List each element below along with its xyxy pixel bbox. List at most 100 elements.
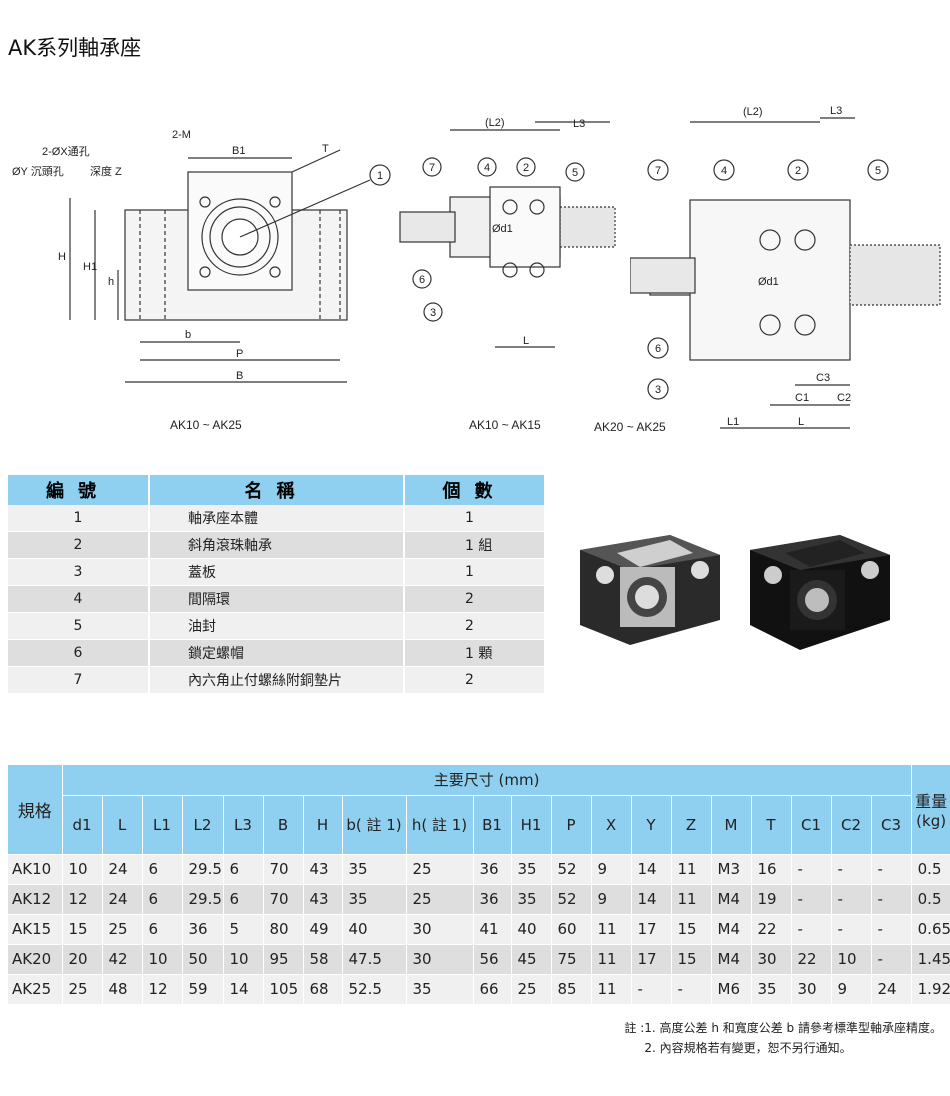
spec-cell: 9 — [591, 854, 632, 885]
spec-label-header: 規格 — [8, 765, 63, 855]
spec-cell: 52.5 — [342, 974, 407, 1005]
spec-cell: 5 — [223, 914, 264, 945]
spec-cell: M6 — [711, 974, 752, 1005]
spec-cell: 48 — [102, 974, 143, 1005]
spec-cell: 25 — [511, 974, 552, 1005]
part-name: 油封 — [149, 612, 405, 640]
label-depth: 深度 Z — [90, 164, 122, 178]
spec-cell: 41 — [473, 914, 512, 945]
spec-cell: 6 — [142, 914, 183, 945]
spec-cell: 68 — [303, 974, 343, 1005]
spec-cell: 30 — [751, 944, 792, 975]
spec-cell: 11 — [671, 884, 712, 915]
main-dimensions-header: 主要尺寸 (mm) — [62, 765, 912, 796]
spec-cell: 12 — [62, 884, 103, 915]
parts-header-qty: 個數 — [404, 475, 546, 505]
spec-column-header: P — [551, 795, 592, 855]
callout-5: 5 — [572, 167, 578, 179]
spec-cell: M4 — [711, 944, 752, 975]
part-number: 2 — [8, 531, 150, 559]
part-qty: 1 顆 — [404, 639, 546, 667]
callout-6: 6 — [419, 274, 425, 286]
spec-cell: 70 — [263, 854, 304, 885]
spec-column-header: H1 — [511, 795, 552, 855]
spec-cell: 59 — [182, 974, 224, 1005]
spec-column-header: L — [102, 795, 143, 855]
part-name: 蓋板 — [149, 558, 405, 586]
part-name: 斜角滾珠軸承 — [149, 531, 405, 559]
front-view-drawing: 2-ØX通孔 ØY 沉頭孔 深度 Z 2-M B1 T H H1 h b P B… — [12, 129, 391, 383]
part-number: 3 — [8, 558, 150, 586]
spec-cell: 47.5 — [342, 944, 407, 975]
label-h: h — [108, 276, 114, 288]
spec-cell: 52 — [551, 884, 592, 915]
part-number: 6 — [8, 639, 150, 667]
label-t: T — [322, 143, 329, 155]
spec-cell: 25 — [102, 914, 143, 945]
spec-cell: 1.92 — [911, 974, 950, 1005]
spec-cell: 20 — [62, 944, 103, 975]
spec-column-header: Z — [671, 795, 712, 855]
spec-cell: 49 — [303, 914, 343, 945]
spec-column-header: b( 註 1) — [342, 795, 407, 855]
weight-unit: (kg) — [916, 812, 947, 831]
spec-model: AK25 — [8, 974, 63, 1005]
spec-cell: 24 — [871, 974, 912, 1005]
spec-model: AK20 — [8, 944, 63, 975]
product-photo — [580, 535, 890, 650]
spec-cell: 17 — [631, 914, 672, 945]
spec-cell: 36 — [473, 854, 512, 885]
spec-cell: 60 — [551, 914, 592, 945]
label-L3: L3 — [573, 118, 585, 130]
spec-cell: 0.5 — [911, 884, 950, 915]
part-qty: 2 — [404, 666, 546, 694]
spec-cell: 70 — [263, 884, 304, 915]
callout-7: 7 — [429, 162, 435, 174]
label-L2: (L2) — [485, 117, 505, 129]
spec-cell: - — [871, 884, 912, 915]
footnote-1: 註 :1. 高度公差 h 和寬度公差 b 請參考標準型軸承座精度。 — [624, 1021, 942, 1035]
spec-cell: 9 — [831, 974, 872, 1005]
page-title: AK系列軸承座 — [8, 36, 142, 60]
callout-2: 2 — [523, 162, 529, 174]
spec-cell: 30 — [406, 944, 474, 975]
label-C2: C2 — [837, 392, 851, 404]
spec-cell: 0.65 — [911, 914, 950, 945]
spec-cell: - — [671, 974, 712, 1005]
spec-cell: 66 — [473, 974, 512, 1005]
spec-cell: 35 — [511, 884, 552, 915]
spec-cell: 17 — [631, 944, 672, 975]
spec-cell: M4 — [711, 884, 752, 915]
spec-cell: 29.5 — [182, 884, 224, 915]
spec-cell: 52 — [551, 854, 592, 885]
spec-cell: 10 — [142, 944, 183, 975]
spec-column-header: B — [263, 795, 304, 855]
right-drawing-caption: AK20 ~ AK25 — [594, 420, 666, 434]
spec-cell: 9 — [591, 884, 632, 915]
label-d1: Ød1 — [758, 276, 779, 288]
callout-3: 3 — [430, 307, 436, 319]
spec-cell: 11 — [591, 974, 632, 1005]
part-name: 內六角止付螺絲附銅墊片 — [149, 666, 405, 694]
spec-cell: 19 — [751, 884, 792, 915]
spec-cell: 35 — [406, 974, 474, 1005]
spec-cell: 6 — [223, 884, 264, 915]
spec-cell: 43 — [303, 854, 343, 885]
spec-cell: 10 — [62, 854, 103, 885]
spec-cell: - — [631, 974, 672, 1005]
part-number: 1 — [8, 505, 150, 532]
spec-column-header: C2 — [831, 795, 872, 855]
label-C1: C1 — [795, 392, 809, 404]
label-L1: L1 — [727, 416, 739, 428]
spec-cell: 25 — [406, 854, 474, 885]
label-b: b — [185, 329, 191, 341]
